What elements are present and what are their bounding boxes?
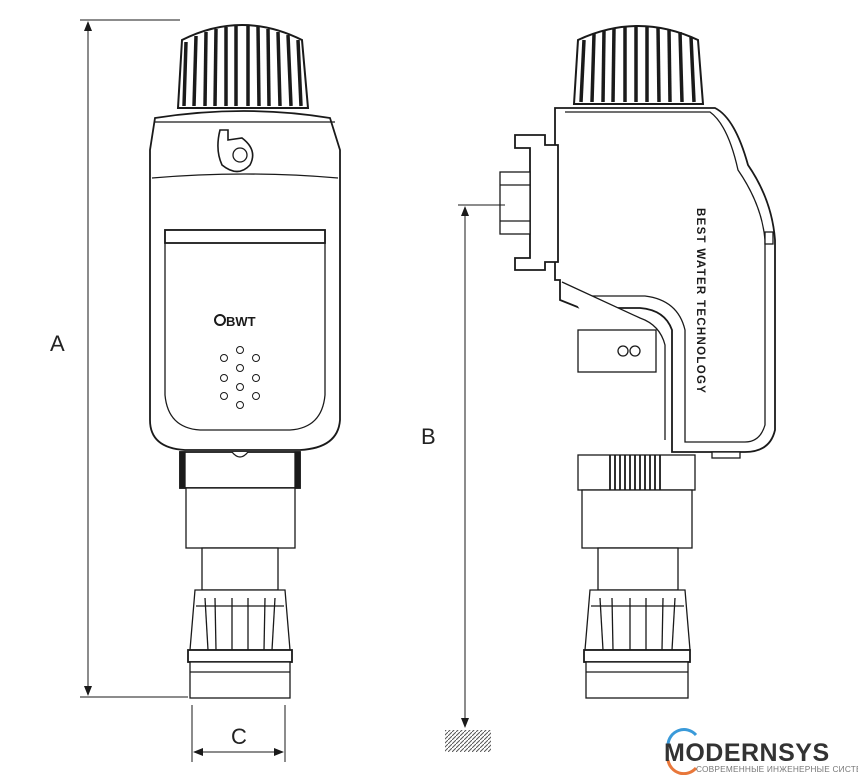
dimension-b-label: B (421, 424, 436, 449)
dimension-c-label: C (231, 724, 247, 749)
side-view: BEST WATER TECHNOLOGY (499, 25, 776, 699)
side-hex-nut (577, 454, 696, 491)
watermark-brand: MODERNSYS (664, 739, 830, 767)
indicator-dots (220, 346, 260, 409)
side-neck (597, 547, 679, 591)
side-cage (584, 589, 691, 651)
watermark-tagline: СОВРЕМЕННЫЕ ИНЖЕНЕРНЫЕ СИСТЕМЫ (696, 764, 858, 774)
side-body (554, 107, 776, 459)
side-text: BEST WATER TECHNOLOGY (694, 208, 706, 394)
dimension-a (80, 19, 188, 698)
hex-nut (179, 451, 301, 489)
bottom-connector (187, 649, 293, 699)
dimension-b (458, 204, 505, 728)
lower-housing (185, 487, 296, 549)
front-view: BWT (149, 24, 341, 699)
side-bottom-connector (583, 649, 691, 699)
neck (201, 547, 279, 591)
front-body (149, 110, 341, 451)
modernsys-watermark: MODERNSYS СОВРЕМЕННЫЕ ИНЖЕНЕРНЫЕ СИСТЕМЫ (664, 728, 858, 775)
bwt-logo-text: BWT (226, 314, 256, 329)
watermark-arc-blue-icon (666, 728, 698, 746)
side-inlet-fitting (499, 134, 559, 271)
floor-hatch (445, 730, 491, 752)
knob (176, 24, 310, 109)
bwt-logo-icon (214, 314, 226, 326)
cage (189, 589, 291, 651)
side-knob (572, 25, 705, 105)
dimension-c (191, 705, 286, 762)
watermark-arc-orange-icon (666, 759, 698, 775)
dimension-a-label: A (50, 331, 65, 356)
side-lower-housing (581, 489, 693, 549)
